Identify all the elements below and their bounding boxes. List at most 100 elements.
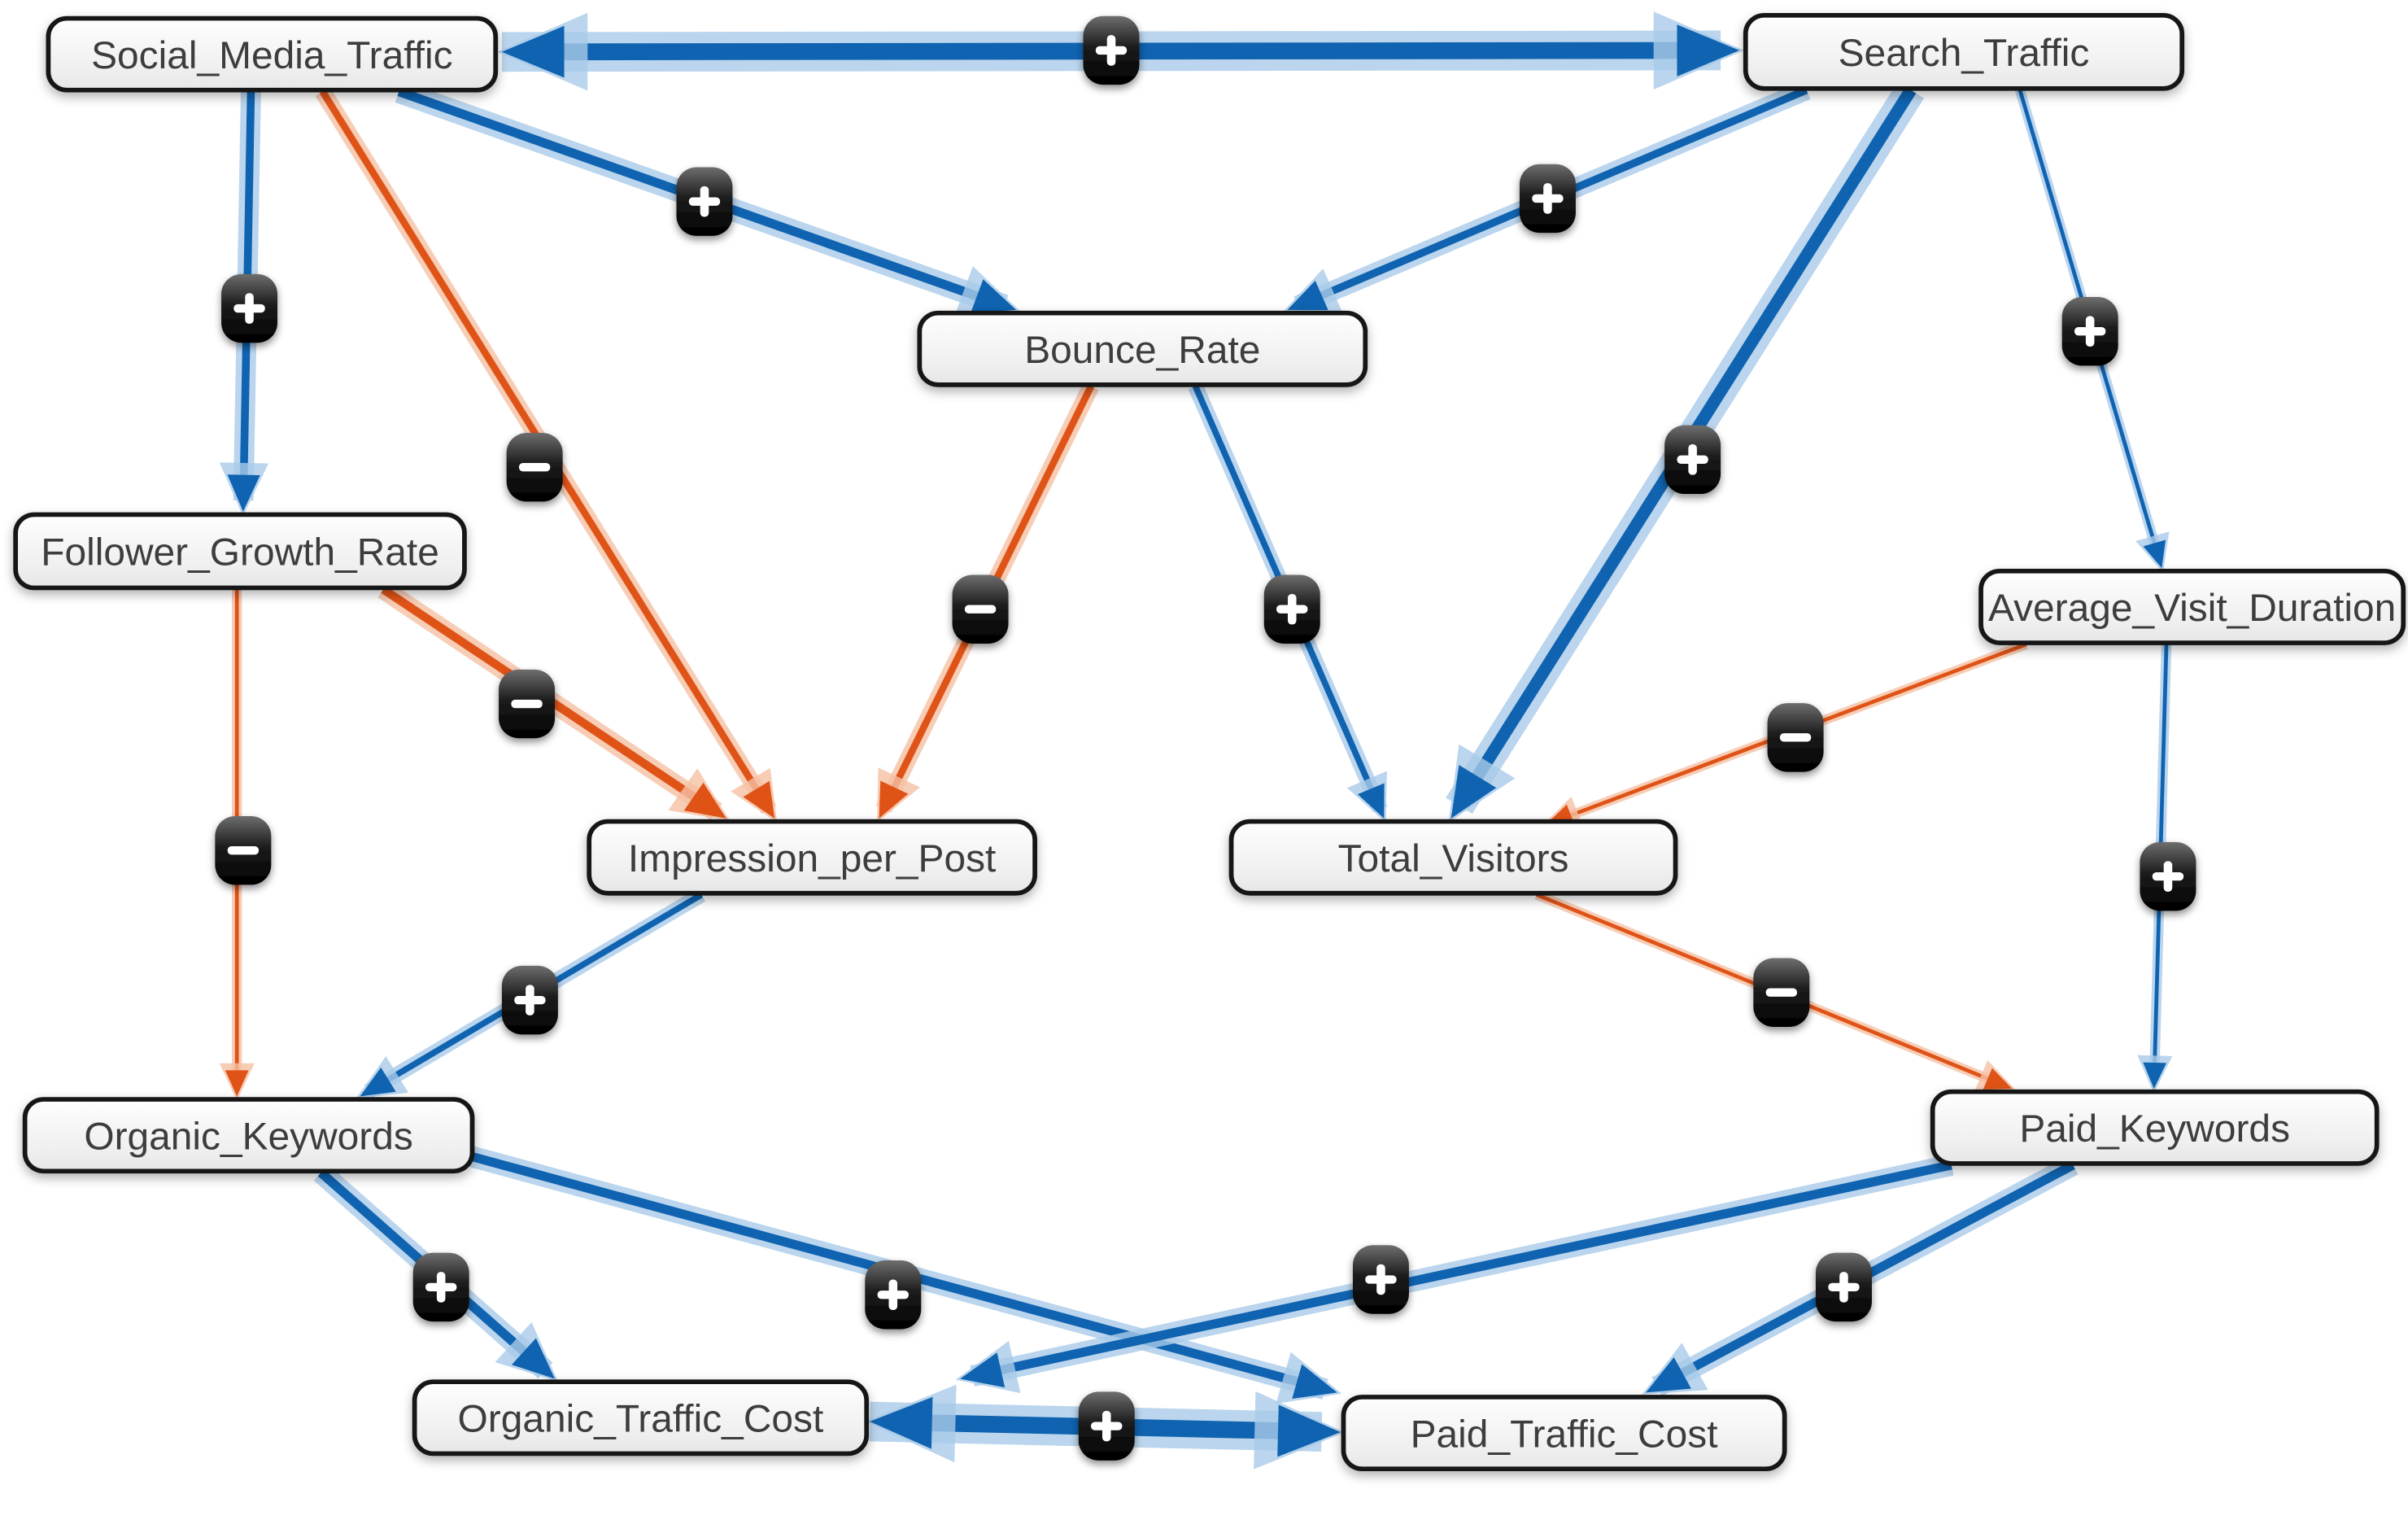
node-box xyxy=(1978,568,2406,645)
node-paid-traffic-cost: Paid_Traffic_Cost xyxy=(1341,1395,1787,1472)
node-label: Impression_per_Post xyxy=(628,837,996,880)
edge-paid-keywords-to-organic-traffic-cost xyxy=(955,1154,1954,1394)
arrowhead xyxy=(1292,1364,1337,1400)
sign-badge-total-visitors-to-paid-keywords xyxy=(1753,958,1810,1027)
node-label: Social_Media_Traffic xyxy=(91,34,452,76)
glyph-bar-v xyxy=(1688,444,1697,475)
node-search-traffic: Search_Traffic xyxy=(1743,12,2185,91)
glyph-bar-h xyxy=(511,699,543,709)
sign-badge-social-media-traffic-to-bounce-rate xyxy=(676,167,733,236)
node-box xyxy=(917,310,1368,387)
glyph-bar-h xyxy=(518,463,551,472)
node-bounce-rate: Bounce_Rate xyxy=(917,310,1368,387)
sign-badge-social-media-traffic-to-search-traffic xyxy=(1083,15,1140,85)
node-follower-growth-rate: Follower_Growth_Rate xyxy=(13,512,467,591)
sign-badge-paid-keywords-to-organic-traffic-cost xyxy=(1352,1245,1409,1314)
edge-follower-growth-rate-to-impression-per-post xyxy=(377,581,731,821)
node-label: Total_Visitors xyxy=(1338,837,1569,880)
arrowhead xyxy=(1677,24,1740,77)
glyph-bar-v xyxy=(245,293,254,324)
sign-badge-impression-per-post-to-organic-keywords xyxy=(501,965,558,1035)
node-average-visit-duration: Average_Visit_Duration xyxy=(1978,568,2406,645)
glyph-bar-v xyxy=(700,186,709,217)
arrowhead xyxy=(2143,539,2166,569)
glyph-bar-v xyxy=(2085,316,2095,347)
node-label: Organic_Traffic_Cost xyxy=(458,1398,824,1440)
arrowhead xyxy=(1357,783,1385,819)
glyph-bar-v xyxy=(1839,1272,1848,1303)
node-social-media-traffic: Social_Media_Traffic xyxy=(46,15,499,93)
glyph-bar-h xyxy=(964,605,997,614)
node-label: Bounce_Rate xyxy=(1024,329,1260,371)
sign-badge-search-traffic-to-average-visit-duration xyxy=(2061,296,2118,366)
node-layer: Social_Media_Traffic Search_TrafficBounce… xyxy=(13,12,2406,1472)
arrowhead xyxy=(225,1070,249,1097)
glyph-bar-v xyxy=(1106,35,1116,66)
glyph-bar-v xyxy=(1543,183,1552,214)
node-label: Paid_Traffic_Cost xyxy=(1411,1413,1718,1456)
sign-badge-organic-keywords-to-organic-traffic-cost xyxy=(412,1252,469,1322)
arrowhead xyxy=(360,1067,396,1097)
node-box xyxy=(412,1379,870,1457)
node-organic-keywords: Organic_Keywords xyxy=(22,1097,475,1174)
arrowhead xyxy=(1450,765,1497,819)
sign-badge-follower-growth-rate-to-impression-per-post xyxy=(499,669,556,739)
sign-badge-social-media-traffic-to-follower-growth-rate xyxy=(221,273,278,343)
sign-badge-search-traffic-to-total-visitors xyxy=(1664,425,1721,495)
arrowhead xyxy=(227,474,260,512)
arrowhead xyxy=(1983,1068,2013,1090)
node-label: Follower_Growth_Rate xyxy=(41,531,439,574)
arrowhead xyxy=(870,1396,933,1449)
node-box xyxy=(1743,12,2185,91)
glyph-bar-h xyxy=(1765,988,1797,997)
glyph-bar-v xyxy=(1376,1264,1385,1295)
node-total-visitors: Total_Visitors xyxy=(1228,819,1678,896)
arrowhead xyxy=(960,1352,1006,1388)
arrowhead xyxy=(683,782,726,819)
sign-badge-organic-keywords-to-paid-traffic-cost xyxy=(865,1260,922,1330)
glyph-bar-v xyxy=(1101,1410,1111,1442)
node-box xyxy=(1228,819,1678,896)
sign-badge-bounce-rate-to-total-visitors xyxy=(1263,574,1320,644)
arrowhead xyxy=(971,279,1017,313)
sign-badge-organic-traffic-cost-to-paid-traffic-cost xyxy=(1078,1391,1135,1461)
node-organic-traffic-cost: Organic_Traffic_Cost xyxy=(412,1379,870,1457)
glyph-bar-h xyxy=(227,846,260,855)
arrowhead xyxy=(2143,1062,2167,1089)
node-box xyxy=(46,15,499,93)
node-box xyxy=(1930,1089,2380,1166)
arrowhead xyxy=(1287,280,1328,311)
node-paid-keywords: Paid_Keywords xyxy=(1930,1089,2380,1166)
badge-layer xyxy=(215,15,2196,1461)
sign-badge-bounce-rate-to-impression-per-post xyxy=(952,574,1009,644)
arrowhead xyxy=(501,25,565,78)
node-label: Organic_Keywords xyxy=(84,1116,413,1158)
edge-layer xyxy=(219,11,2173,1470)
arrowhead xyxy=(743,780,775,819)
sign-badge-average-visit-duration-to-total-visitors xyxy=(1767,703,1824,772)
node-box xyxy=(22,1097,475,1174)
arrowhead xyxy=(511,1338,556,1379)
node-label: Average_Visit_Duration xyxy=(1988,587,2396,630)
node-box xyxy=(13,512,467,591)
sign-badge-search-traffic-to-bounce-rate xyxy=(1519,164,1576,234)
node-box xyxy=(1341,1395,1787,1472)
glyph-bar-h xyxy=(1779,733,1812,742)
glyph-bar-v xyxy=(2163,861,2173,892)
glyph-bar-v xyxy=(436,1272,446,1303)
glyph-bar-v xyxy=(526,985,534,1015)
node-label: Paid_Keywords xyxy=(2019,1107,2290,1150)
arrowhead xyxy=(879,780,909,819)
arrowhead xyxy=(1646,1357,1691,1393)
node-box xyxy=(587,819,1038,896)
node-impression-per-post: Impression_per_Post xyxy=(587,819,1038,896)
sign-badge-paid-keywords-to-paid-traffic-cost xyxy=(1815,1252,1872,1322)
glyph-bar-v xyxy=(888,1279,898,1311)
glyph-bar-v xyxy=(1287,593,1297,625)
sign-badge-follower-growth-rate-to-organic-keywords xyxy=(215,815,272,885)
sign-badge-average-visit-duration-to-paid-keywords xyxy=(2140,841,2196,911)
arrowhead xyxy=(1277,1404,1341,1457)
node-label: Search_Traffic xyxy=(1839,32,2090,74)
